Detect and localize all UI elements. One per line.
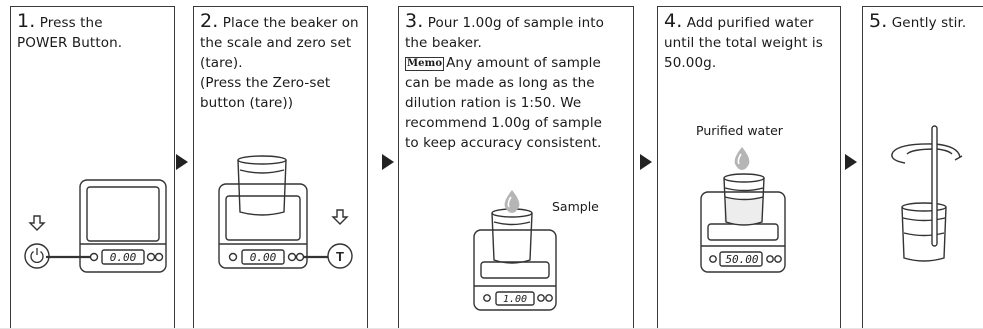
scale-display-step3: 1.00 bbox=[503, 294, 527, 305]
step-4-panel: 4. Add purified water until the total we… bbox=[657, 6, 841, 329]
step-1-line-1: Press the bbox=[39, 15, 103, 31]
step-4-number: 4. bbox=[664, 10, 683, 32]
beaker-icon bbox=[237, 155, 287, 216]
step-5-text: 5. Gently stir. bbox=[869, 11, 966, 33]
step-4-text: 4. Add purified water until the total we… bbox=[664, 11, 823, 73]
memo-line-2: can be made as long as the bbox=[405, 75, 595, 91]
stirring-beaker-icon bbox=[891, 125, 963, 262]
step-2-line-4: (Press the Zero-set bbox=[200, 75, 331, 91]
step-4-line-1: Add purified water bbox=[686, 15, 814, 31]
step-3-line-2: the beaker. bbox=[405, 35, 482, 51]
digital-scale-icon bbox=[79, 179, 167, 273]
step-1-line-2: POWER Button. bbox=[17, 35, 123, 51]
tare-button-label: T bbox=[336, 249, 344, 264]
step-5-panel: 5. Gently stir. bbox=[862, 6, 983, 329]
step-4-line-2: until the total weight is bbox=[664, 35, 823, 51]
step-2-line-5: button (tare)) bbox=[200, 95, 294, 111]
purified-water-label: Purified water bbox=[696, 123, 783, 138]
power-button-icon bbox=[24, 243, 50, 269]
step-1-text: 1. Press the POWER Button. bbox=[17, 11, 122, 53]
step-5-number: 5. bbox=[869, 10, 888, 32]
scale-display-step1: 0.00 bbox=[110, 251, 137, 264]
arrow-right-icon bbox=[382, 154, 394, 170]
scale-display-step4: 50.00 bbox=[725, 253, 758, 266]
arrow-right-icon bbox=[845, 154, 857, 170]
memo-line-5: to keep accuracy consistent. bbox=[405, 135, 602, 151]
down-arrow-icon bbox=[331, 209, 349, 225]
arrow-right-icon bbox=[640, 154, 652, 170]
digital-scale-icon bbox=[700, 191, 786, 273]
step-2-text: 2. Place the beaker on the scale and zer… bbox=[200, 11, 359, 113]
step-5-line-1: Gently stir. bbox=[891, 15, 967, 31]
memo-line-1: Any amount of sample bbox=[446, 55, 601, 71]
scale-display-step2: 0.00 bbox=[250, 251, 277, 264]
memo-line-4: recommend 1.00g of sample bbox=[405, 115, 603, 131]
step-4-line-3: 50.00g. bbox=[664, 55, 717, 71]
step-2-line-3: (tare). bbox=[200, 55, 243, 71]
step-1-panel: 1. Press the POWER Button. bbox=[10, 6, 175, 329]
down-arrow-icon bbox=[28, 215, 46, 231]
memo-line-3: dilution ration is 1:50. We bbox=[405, 95, 582, 111]
step-3-text: 3. Pour 1.00g of sample into the beaker.… bbox=[405, 11, 604, 153]
sample-label: Sample bbox=[552, 199, 599, 214]
step-3-line-1: Pour 1.00g of sample into bbox=[427, 15, 605, 31]
step-3-number: 3. bbox=[405, 10, 424, 32]
step-3-panel: 3. Pour 1.00g of sample into the beaker.… bbox=[398, 6, 634, 329]
digital-scale-icon bbox=[218, 183, 308, 269]
memo-tag: Memo bbox=[405, 57, 445, 71]
step-2-line-1: Place the beaker on bbox=[222, 15, 359, 31]
tare-button-icon bbox=[327, 243, 353, 269]
beaker-with-water-icon bbox=[723, 173, 765, 226]
step-1-number: 1. bbox=[17, 10, 36, 32]
step-2-number: 2. bbox=[200, 10, 219, 32]
digital-scale-icon bbox=[473, 229, 557, 311]
step-2-line-2: the scale and zero set bbox=[200, 35, 352, 51]
arrow-right-icon bbox=[176, 154, 188, 170]
step-2-panel: 2. Place the beaker on the scale and zer… bbox=[193, 6, 368, 329]
